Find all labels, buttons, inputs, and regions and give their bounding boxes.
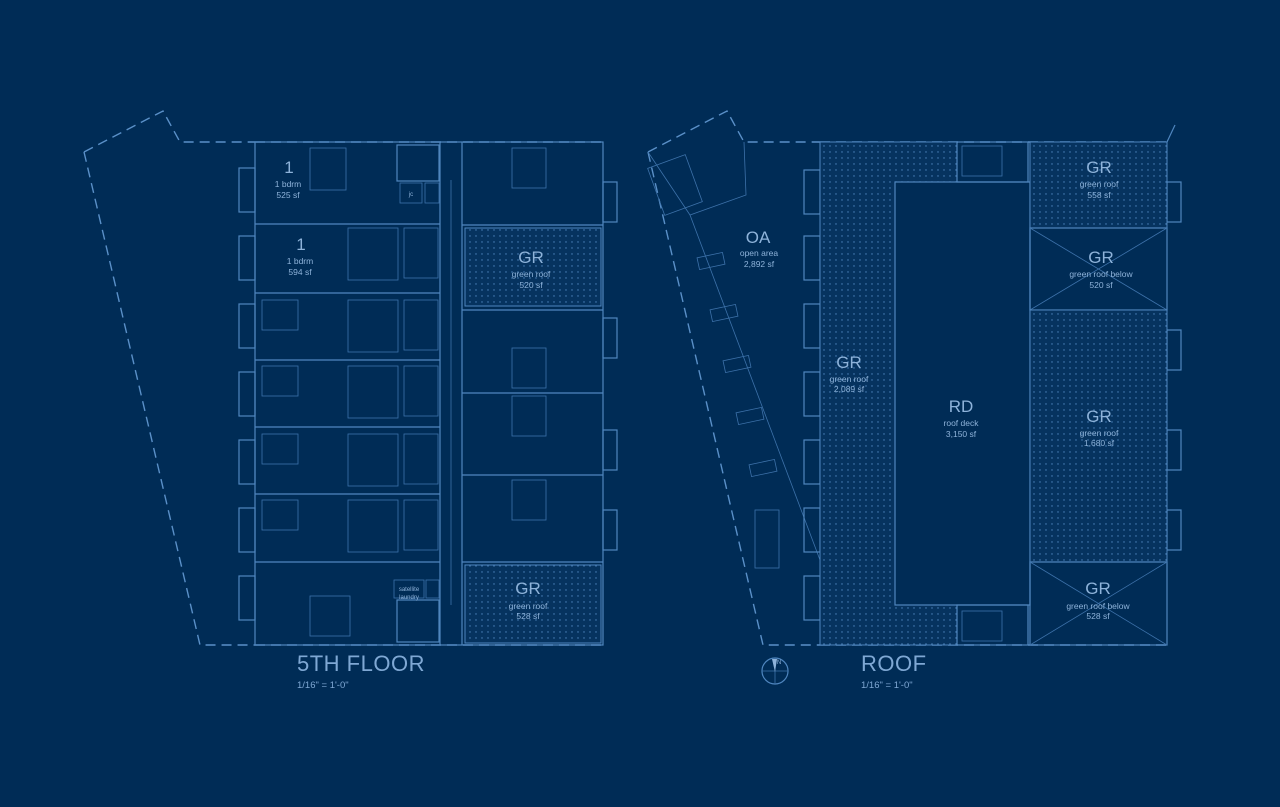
green-roof-558 <box>1029 141 1168 229</box>
green-roof-area: 528 sf <box>516 611 540 621</box>
unit-type: 1 bdrm <box>275 179 301 189</box>
green-roof-code: GR <box>1088 248 1114 267</box>
plan-title: 5TH FLOOR <box>297 651 425 676</box>
laundry-label-1: satellite <box>399 587 420 593</box>
laundry-label-2: laundry <box>399 595 419 601</box>
stair-top <box>956 141 1029 183</box>
green-roof-520 <box>464 227 602 307</box>
roof-deck-code: RD <box>949 397 974 416</box>
unit-area: 525 sf <box>276 190 300 200</box>
green-roof-area: 558 sf <box>1087 190 1111 200</box>
green-roof-name: green roof below <box>1069 269 1133 279</box>
green-roof-area: 528 sf <box>1086 611 1110 621</box>
open-area-name: open area <box>740 248 779 258</box>
plan-title: ROOF <box>861 651 927 676</box>
site-boundary <box>83 110 255 153</box>
left-units <box>255 147 440 637</box>
green-roof-code: GR <box>1086 158 1112 177</box>
green-roof-code: GR <box>836 353 862 372</box>
open-area-code: OA <box>746 228 771 247</box>
stair-top <box>396 144 440 182</box>
green-roof-name: green roof <box>1080 428 1119 438</box>
fifth-floor-plan: 1 1 bdrm 525 sf 1 1 bdrm 594 sf jc satel… <box>83 110 618 691</box>
plan-scale: 1/16" = 1'-0" <box>861 680 913 691</box>
green-roof-code: GR <box>518 248 544 267</box>
unit-number: 1 <box>284 158 293 177</box>
green-roof-code: GR <box>515 579 541 598</box>
unit-type: 1 bdrm <box>287 256 313 266</box>
green-roof-name: green roof <box>509 601 548 611</box>
green-roof-name: green roof <box>1080 179 1119 189</box>
svg-text:N: N <box>777 660 781 666</box>
green-roof-below-528 <box>1029 561 1168 646</box>
janitor-closet-label: jc <box>408 192 413 198</box>
north-arrow-icon: N <box>761 657 789 685</box>
open-area-area: 2,892 sf <box>744 259 775 269</box>
site-boundary <box>647 110 820 153</box>
roof-deck <box>894 181 1031 606</box>
unit-number: 1 <box>296 235 305 254</box>
green-roof-1680 <box>1029 309 1168 563</box>
green-roof-name: green roof below <box>1066 601 1130 611</box>
stair-bottom <box>396 599 440 643</box>
green-roof-code: GR <box>1085 579 1111 598</box>
green-roof-code: GR <box>1086 407 1112 426</box>
green-roof-area: 520 sf <box>1089 280 1113 290</box>
stair-bottom <box>956 604 1029 646</box>
unit-area: 594 sf <box>288 267 312 277</box>
green-roof-area: 1,680 sf <box>1084 438 1115 448</box>
roof-deck-name: roof deck <box>944 418 980 428</box>
green-roof-area: 2,089 sf <box>834 384 865 394</box>
plan-scale: 1/16" = 1'-0" <box>297 680 349 691</box>
green-roof-name: green roof <box>512 269 551 279</box>
right-units <box>462 147 603 563</box>
roof-deck-area: 3,150 sf <box>946 429 977 439</box>
green-roof-name: green roof <box>830 374 869 384</box>
roof-plan: OA open area 2,892 sf GR green roof 2,08… <box>647 110 1182 691</box>
green-roof-528 <box>464 564 602 644</box>
green-roof-area: 520 sf <box>519 280 543 290</box>
